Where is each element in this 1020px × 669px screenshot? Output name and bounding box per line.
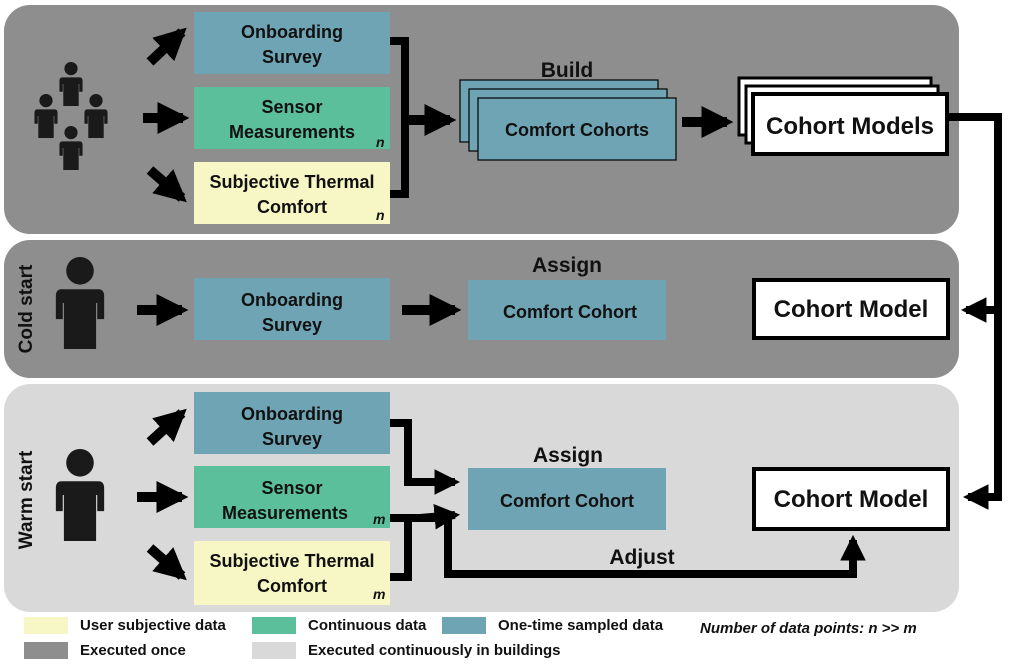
adjust-connector <box>390 514 866 581</box>
cold-cohort-model-box <box>752 278 950 340</box>
legend-swatch <box>24 616 68 634</box>
cohort-models-label: Cohort Models <box>766 113 934 140</box>
warm-cohort-model-label: Cohort Model <box>774 486 929 513</box>
top-sensor-subscript: n <box>376 134 385 150</box>
top-subjective-label-line2: Comfort <box>257 197 327 217</box>
warm-comfort-cohort-box <box>468 468 666 530</box>
legend-swatch <box>24 641 68 659</box>
legend-item-executed-continuously: Executed continuously in buildings <box>252 640 561 660</box>
arrow-icon <box>146 544 187 581</box>
top-sensor-label-line2: Measurements <box>229 122 355 142</box>
top-subjective-subscript: n <box>376 207 385 223</box>
warm-onboarding-box <box>194 392 390 454</box>
legend-label: Executed once <box>80 641 186 659</box>
top-onboarding-label: Onboarding <box>241 22 343 42</box>
legend-item-continuous: Continuous data <box>252 615 426 635</box>
legend-note: Number of data points: n >> m <box>700 620 917 637</box>
legend-swatch <box>252 616 296 634</box>
cold-onboarding-box <box>194 278 390 340</box>
workflow-diagram: Onboarding Survey Sensor Measurements n … <box>4 5 1002 612</box>
warm-comfort-cohort-label: Comfort Cohort <box>500 491 634 511</box>
comfort-cohorts-label: Comfort Cohorts <box>505 120 649 140</box>
warm-subjective-label-line2: Comfort <box>257 576 327 596</box>
cold-comfort-cohort-box <box>468 280 666 340</box>
cold-onboarding-label: Onboarding <box>241 290 343 310</box>
warm-onboarding-label: Onboarding <box>241 404 343 424</box>
top-onboarding-box <box>194 12 390 74</box>
cold-assign-label: Assign <box>532 254 602 277</box>
top-onboarding-label-line2: Survey <box>262 47 322 67</box>
warm-sensor-label: Sensor <box>261 478 322 498</box>
legend-item-user-subjective: User subjective data <box>24 615 226 635</box>
legend-item-one-time: One-time sampled data <box>442 615 663 635</box>
warm-cohort-model-box <box>752 467 950 531</box>
onboarding-connector <box>390 419 461 495</box>
warm-sensor-subscript: m <box>373 511 385 527</box>
top-subjective-box <box>194 162 390 224</box>
legend-label: User subjective data <box>80 616 226 634</box>
cold-start-side-label: Cold start <box>16 264 37 353</box>
cold-onboarding-label-line2: Survey <box>262 315 322 335</box>
warm-subjective-label: Subjective Thermal <box>209 551 374 571</box>
adjust-label: Adjust <box>609 546 674 569</box>
arrow-icon <box>146 408 187 446</box>
top-subjective-label: Subjective Thermal <box>209 172 374 192</box>
legend-swatch <box>442 616 486 634</box>
warm-sensor-label-line2: Measurements <box>222 503 348 523</box>
comfort-cohorts-stack <box>459 79 677 161</box>
top-sensor-label: Sensor <box>261 97 322 117</box>
warm-subjective-subscript: m <box>373 586 385 602</box>
legend-label: Continuous data <box>308 616 427 634</box>
legend-label: Executed continuously in buildings <box>308 641 561 659</box>
top-sensor-box <box>194 87 390 149</box>
cohort-models-stack <box>737 76 949 156</box>
warm-start-side-label: Warm start <box>16 450 37 549</box>
cold-comfort-cohort-label: Comfort Cohort <box>503 302 637 322</box>
cold-cohort-model-label: Cohort Model <box>774 296 929 323</box>
warm-sensor-box <box>194 466 390 528</box>
arrow-icon <box>146 27 187 66</box>
warm-subjective-box <box>194 541 390 605</box>
warm-assign-label: Assign <box>533 444 603 467</box>
legend: User subjective data Continuous data One… <box>0 612 1020 669</box>
legend-item-executed-once: Executed once <box>24 640 186 660</box>
warm-onboarding-label-line2: Survey <box>262 429 322 449</box>
arrow-icon <box>146 166 187 203</box>
build-label: Build <box>541 59 594 82</box>
legend-swatch <box>252 641 296 659</box>
legend-label: One-time sampled data <box>498 616 664 634</box>
